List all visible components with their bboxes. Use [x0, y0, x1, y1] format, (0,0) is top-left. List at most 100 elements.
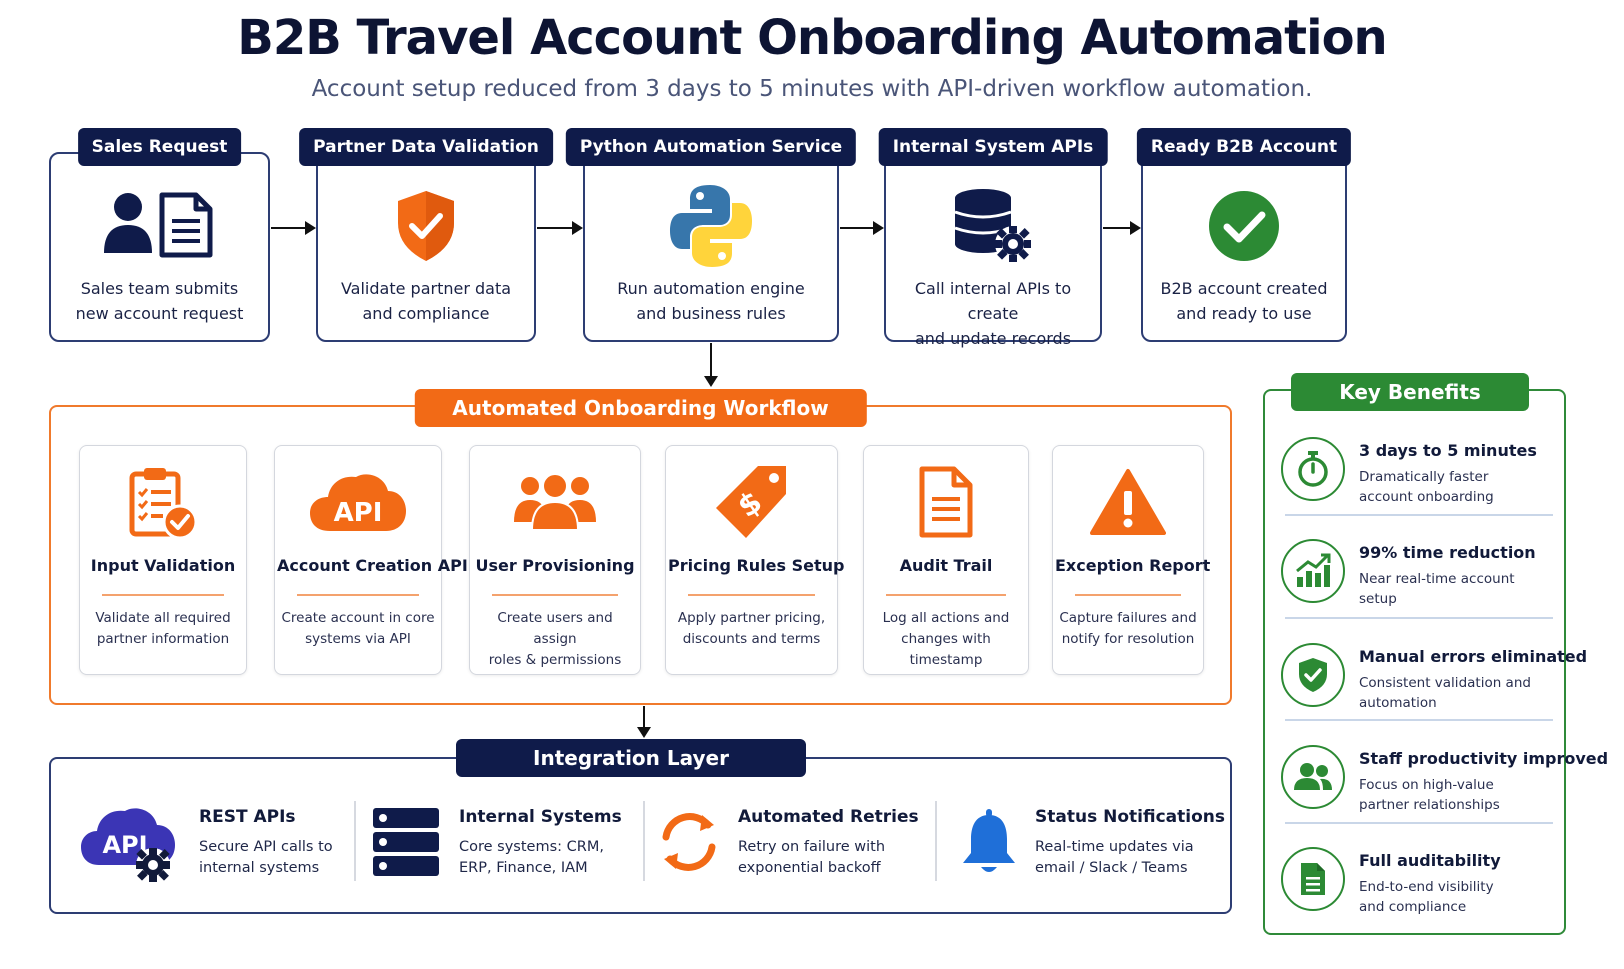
- flow-arrow: [537, 221, 583, 235]
- step-desc-line1: Run automation engine: [617, 279, 805, 298]
- clipboard-check-icon: [80, 462, 246, 542]
- step-label: Internal System APIs: [878, 128, 1108, 166]
- document-icon: [1281, 847, 1345, 911]
- workflow-card-desc-line1: Capture failures and: [1059, 610, 1197, 626]
- integration-item-status-notifications: Status Notifications Real-time updates v…: [959, 797, 1225, 887]
- users-icon: [470, 462, 640, 542]
- refresh-icon: [656, 797, 722, 887]
- api-cloud-icon: API: [275, 462, 441, 542]
- divider: [935, 801, 937, 881]
- step-partner-validation: Partner Data Validation Validate partner…: [299, 128, 553, 342]
- workflow-card-title: User Provisioning: [475, 556, 635, 575]
- workflow-card-desc-line1: Apply partner pricing,: [677, 610, 826, 626]
- integration-item-desc-line1: Secure API calls to: [199, 839, 333, 855]
- integration-item-title: Automated Retries: [738, 807, 919, 827]
- api-icon-text: API: [334, 498, 383, 528]
- divider: [643, 801, 645, 881]
- page-title: B2B Travel Account Onboarding Automation: [237, 10, 1387, 66]
- workflow-card-desc-line2: roles & permissions: [488, 652, 622, 668]
- flow-arrow-down: [637, 706, 651, 738]
- workflow-card-desc-line2: discounts and terms: [682, 631, 821, 647]
- benefit-desc-line1: End-to-end visibility: [1359, 879, 1494, 895]
- integration-item-desc-line1: Real-time updates via: [1035, 839, 1194, 855]
- workflow-card-desc-line2: changes with timestamp: [901, 631, 991, 668]
- users-icon: [1281, 745, 1345, 809]
- database-gear-icon: [886, 188, 1100, 264]
- divider: [1285, 719, 1553, 721]
- growth-chart-icon: [1281, 539, 1345, 603]
- workflow-card-title: Exception Report: [1055, 556, 1211, 575]
- flow-arrow: [271, 221, 316, 235]
- onboarding-workflow: Automated Onboarding Workflow Input Vali…: [49, 389, 1232, 705]
- workflow-card-title: Audit Trail: [899, 556, 993, 575]
- benefit-title: Manual errors eliminated: [1359, 647, 1588, 666]
- workflow-title: Automated Onboarding Workflow: [414, 389, 867, 427]
- benefits-title: Key Benefits: [1291, 373, 1529, 411]
- divider: [1075, 594, 1181, 596]
- document-icon: [864, 462, 1028, 542]
- stopwatch-icon: [1281, 437, 1345, 501]
- workflow-card-user-provisioning: User Provisioning Create users and assig…: [469, 445, 641, 675]
- workflow-card-desc-line2: notify for resolution: [1061, 631, 1195, 647]
- step-desc-line2: new account request: [75, 304, 244, 323]
- shield-check-icon: [1281, 643, 1345, 707]
- divider: [102, 594, 224, 596]
- benefit-item: Manual errors eliminated Consistent vali…: [1281, 633, 1587, 733]
- benefit-desc-line1: Near real-time account: [1359, 571, 1515, 587]
- integration-layer: Integration Layer API: [49, 739, 1232, 914]
- step-desc-line2: and business rules: [636, 304, 786, 323]
- warning-icon: [1053, 462, 1203, 542]
- benefit-desc-line1: Dramatically faster: [1359, 469, 1489, 485]
- step-sales-request: Sales Request Sales team submits new acc…: [49, 128, 270, 342]
- benefit-desc-line2: account onboarding: [1359, 489, 1494, 505]
- benefit-title: 3 days to 5 minutes: [1359, 441, 1537, 460]
- step-desc-line2: and compliance: [362, 304, 490, 323]
- workflow-card-input-validation: Input Validation Validate all required p…: [79, 445, 247, 675]
- flow-arrow: [840, 221, 884, 235]
- integration-item-desc-line2: exponential backoff: [738, 860, 881, 876]
- integration-title: Integration Layer: [456, 739, 806, 777]
- step-desc-line1: Validate partner data: [340, 279, 512, 298]
- divider: [886, 594, 1006, 596]
- workflow-card-title: Pricing Rules Setup: [668, 556, 845, 575]
- integration-item-rest-apis: API REST APIs Secure API calls to: [79, 797, 349, 887]
- workflow-card-account-creation-api: API Account Creation API Create account …: [274, 445, 468, 675]
- integration-item-desc-line1: Retry on failure with: [738, 839, 886, 855]
- step-label: Partner Data Validation: [299, 128, 553, 166]
- integration-item-desc-line1: Core systems: CRM,: [459, 839, 604, 855]
- step-ready-account: Ready B2B Account B2B account created an…: [1136, 128, 1352, 342]
- benefit-item: Staff productivity improved Focus on hig…: [1281, 735, 1608, 835]
- integration-item-title: REST APIs: [199, 807, 296, 827]
- step-desc-line1: Sales team submits: [80, 279, 239, 298]
- step-label: Python Automation Service: [565, 128, 857, 166]
- integration-item-desc-line2: ERP, Finance, IAM: [459, 860, 588, 876]
- key-benefits-panel: Key Benefits 3 days to 5 minutes Dramati…: [1263, 373, 1608, 937]
- benefit-item: Full auditability End-to-end visibility …: [1281, 837, 1553, 937]
- workflow-card-desc-line2: systems via API: [305, 631, 411, 647]
- divider: [297, 594, 419, 596]
- divider: [1285, 617, 1553, 619]
- workflow-card-title: Input Validation: [90, 556, 236, 575]
- benefit-title: Staff productivity improved: [1359, 749, 1609, 768]
- benefit-title: 99% time reduction: [1359, 543, 1536, 562]
- divider: [492, 594, 618, 596]
- flow-arrow: [1103, 221, 1141, 235]
- workflow-card-desc-line2: partner information: [96, 631, 230, 647]
- integration-item-automated-retries: Automated Retries Retry on failure with …: [656, 797, 926, 887]
- integration-item-title: Status Notifications: [1035, 807, 1225, 827]
- workflow-card-desc-line1: Validate all required: [95, 610, 231, 626]
- python-logo-icon: [585, 185, 837, 267]
- benefit-title: Full auditability: [1359, 851, 1501, 870]
- flow-arrow-down: [704, 343, 718, 387]
- benefit-desc-line2: partner relationships: [1359, 797, 1500, 813]
- workflow-card-exception-report: Exception Report Capture failures and no…: [1052, 445, 1211, 675]
- step-desc-line2: and update records: [914, 329, 1072, 348]
- page-subtitle: Account setup reduced from 3 days to 5 m…: [311, 76, 1313, 102]
- step-desc-line1: B2B account created: [1160, 279, 1328, 298]
- step-python-service: Python Automation Service Run automation…: [565, 128, 857, 342]
- step-label: Sales Request: [77, 128, 242, 166]
- integration-item-desc-line2: internal systems: [199, 860, 320, 876]
- benefit-desc-line1: Consistent validation and: [1359, 675, 1531, 691]
- divider: [688, 594, 815, 596]
- step-desc-line1: Call internal APIs to create: [914, 279, 1072, 323]
